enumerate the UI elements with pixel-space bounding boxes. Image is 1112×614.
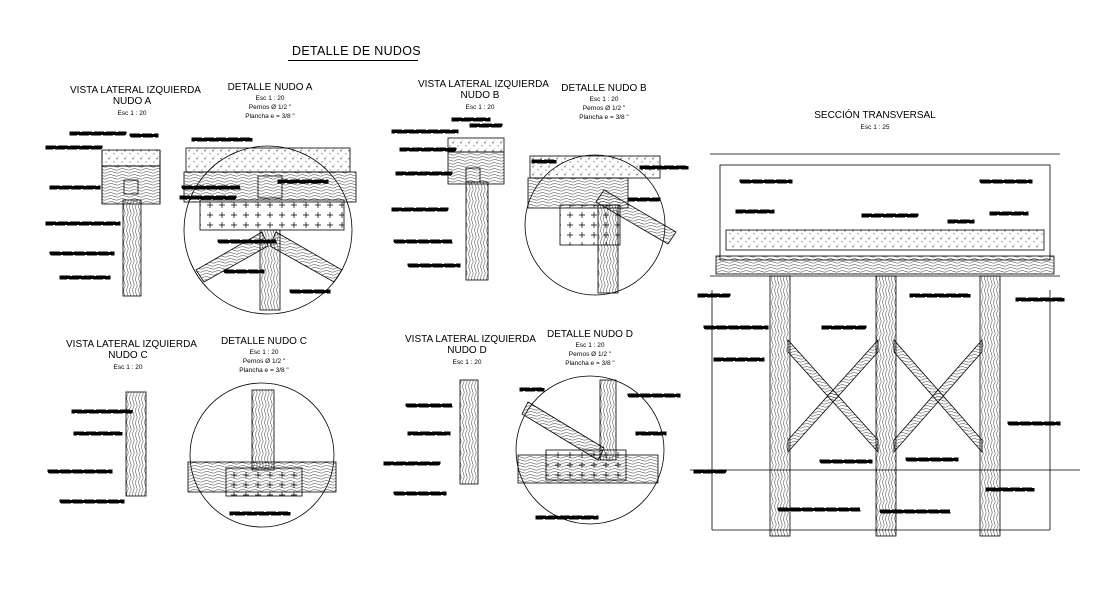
leader-label-48 <box>229 511 291 516</box>
lateral-b-title-2: NUDO B <box>460 90 500 101</box>
detail-c-scale: Esc 1 : 20 <box>249 349 279 356</box>
leader-label-44 <box>71 409 133 414</box>
lateral-a-scale: Esc 1 : 20 <box>117 110 147 117</box>
lateral-d-view <box>459 379 479 485</box>
leader-label-25 <box>739 179 793 184</box>
leader-label-11 <box>223 269 265 274</box>
lateral-d-scale: Esc 1 : 20 <box>452 359 482 366</box>
leader-label-3 <box>49 185 101 190</box>
leader-label-55 <box>635 431 667 436</box>
leader-label-20 <box>451 117 491 122</box>
leader-label-51 <box>383 461 441 466</box>
detail-b-scale: Esc 1 : 20 <box>589 96 619 103</box>
section-title: SECCIÓN TRANSVERSAL <box>814 110 936 121</box>
leader-label-6 <box>59 275 111 280</box>
lateral-c-title-1: VISTA LATERAL IZQUIERDA <box>66 339 197 350</box>
detail-d-view <box>515 375 665 525</box>
leader-label-27 <box>979 179 1033 184</box>
leader-label-50 <box>407 431 451 436</box>
lateral-a-view <box>101 149 161 297</box>
detail-a-bolts: Pernos Ø 1/2 " <box>248 104 292 111</box>
detail-d-plate: Plancha e = 3/8 " <box>565 360 615 367</box>
lateral-a-title-1: VISTA LATERAL IZQUIERDA <box>70 85 201 96</box>
detail-b-view <box>524 154 677 296</box>
lateral-b-view <box>447 137 505 281</box>
detail-b-plate: Plancha e = 3/8 " <box>579 114 629 121</box>
leader-label-31 <box>697 293 731 298</box>
leader-label-45 <box>73 431 123 436</box>
detail-c-title: DETALLE NUDO C <box>221 336 307 347</box>
leader-label-26 <box>735 209 775 214</box>
leader-label-23 <box>627 197 661 202</box>
title-underline <box>288 60 418 61</box>
leader-label-17 <box>391 207 449 212</box>
detail-b-bolts: Pernos Ø 1/2 " <box>582 105 626 112</box>
leader-label-39 <box>905 457 959 462</box>
leader-label-14 <box>391 129 459 134</box>
leader-label-4 <box>45 221 121 226</box>
leader-label-36 <box>713 357 765 362</box>
leader-label-29 <box>861 213 919 218</box>
detail-a-view <box>183 145 357 315</box>
leader-label-52 <box>393 491 447 496</box>
lateral-c-view <box>125 391 147 497</box>
leader-label-19 <box>407 263 461 268</box>
leader-label-16 <box>395 171 453 176</box>
leader-label-33 <box>703 325 769 330</box>
lateral-d-title-1: VISTA LATERAL IZQUIERDA <box>405 334 536 345</box>
leader-label-37 <box>1007 421 1061 426</box>
detail-c-bolts: Pernos Ø 1/2 " <box>242 358 286 365</box>
leader-label-34 <box>821 325 867 330</box>
leader-label-54 <box>627 393 681 398</box>
leader-label-12 <box>289 289 331 294</box>
detail-c-view <box>187 382 337 528</box>
leader-label-32 <box>909 293 971 298</box>
lateral-c-scale: Esc 1 : 20 <box>113 364 143 371</box>
detail-d-scale: Esc 1 : 20 <box>575 342 605 349</box>
leader-label-38 <box>819 459 873 464</box>
leader-label-18 <box>393 239 453 244</box>
leader-label-46 <box>47 469 113 474</box>
lateral-b-scale: Esc 1 : 20 <box>465 104 495 111</box>
section-scale: Esc 1 : 25 <box>860 124 890 131</box>
detail-a-scale: Esc 1 : 20 <box>255 95 285 102</box>
leader-label-35 <box>1015 297 1065 302</box>
leader-label-5 <box>49 251 115 256</box>
lateral-c-title-2: NUDO C <box>108 350 148 361</box>
drawing-title: DETALLE DE NUDOS <box>292 44 421 58</box>
detail-a-title: DETALLE NUDO A <box>227 82 313 93</box>
leader-label-49 <box>405 403 453 408</box>
leader-label-28 <box>989 211 1029 216</box>
leader-label-1 <box>129 133 159 138</box>
leader-label-47 <box>59 499 125 504</box>
leader-label-40 <box>693 469 727 474</box>
leader-label-2 <box>45 145 103 150</box>
detail-d-title: DETALLE NUDO D <box>547 329 633 340</box>
leader-label-21 <box>469 123 503 128</box>
detail-b-title: DETALLE NUDO B <box>561 83 647 94</box>
detail-d-bolts: Pernos Ø 1/2 " <box>568 351 612 358</box>
lateral-d-title-2: NUDO D <box>447 345 487 356</box>
detail-c-plate: Plancha e = 3/8 " <box>239 367 289 374</box>
detail-a-plate: Plancha e = 3/8 " <box>245 113 295 120</box>
leader-label-53 <box>519 387 545 392</box>
leader-label-56 <box>535 515 599 520</box>
leader-label-0 <box>69 131 127 136</box>
lateral-b-title-1: VISTA LATERAL IZQUIERDA <box>418 79 549 90</box>
section-view <box>690 153 1080 537</box>
lateral-a-title-2: NUDO A <box>112 96 152 107</box>
leader-label-7 <box>191 137 253 142</box>
leader-label-30 <box>947 219 975 224</box>
